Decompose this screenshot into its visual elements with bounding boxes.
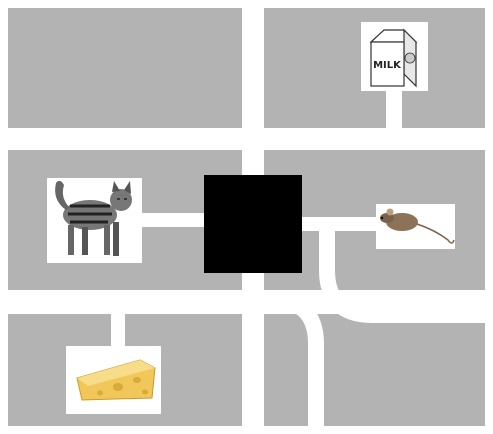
cat-card[interactable] (47, 178, 142, 263)
milk-carton-icon: MILK (371, 30, 416, 86)
cheese-card[interactable] (66, 346, 161, 414)
block-top-left (8, 8, 242, 128)
mouse-card[interactable] (376, 204, 455, 249)
milk-card[interactable]: MILK (361, 22, 428, 91)
milk-label: MILK (373, 60, 402, 71)
block-bottom-right (264, 314, 485, 426)
center-black-square (204, 175, 302, 273)
